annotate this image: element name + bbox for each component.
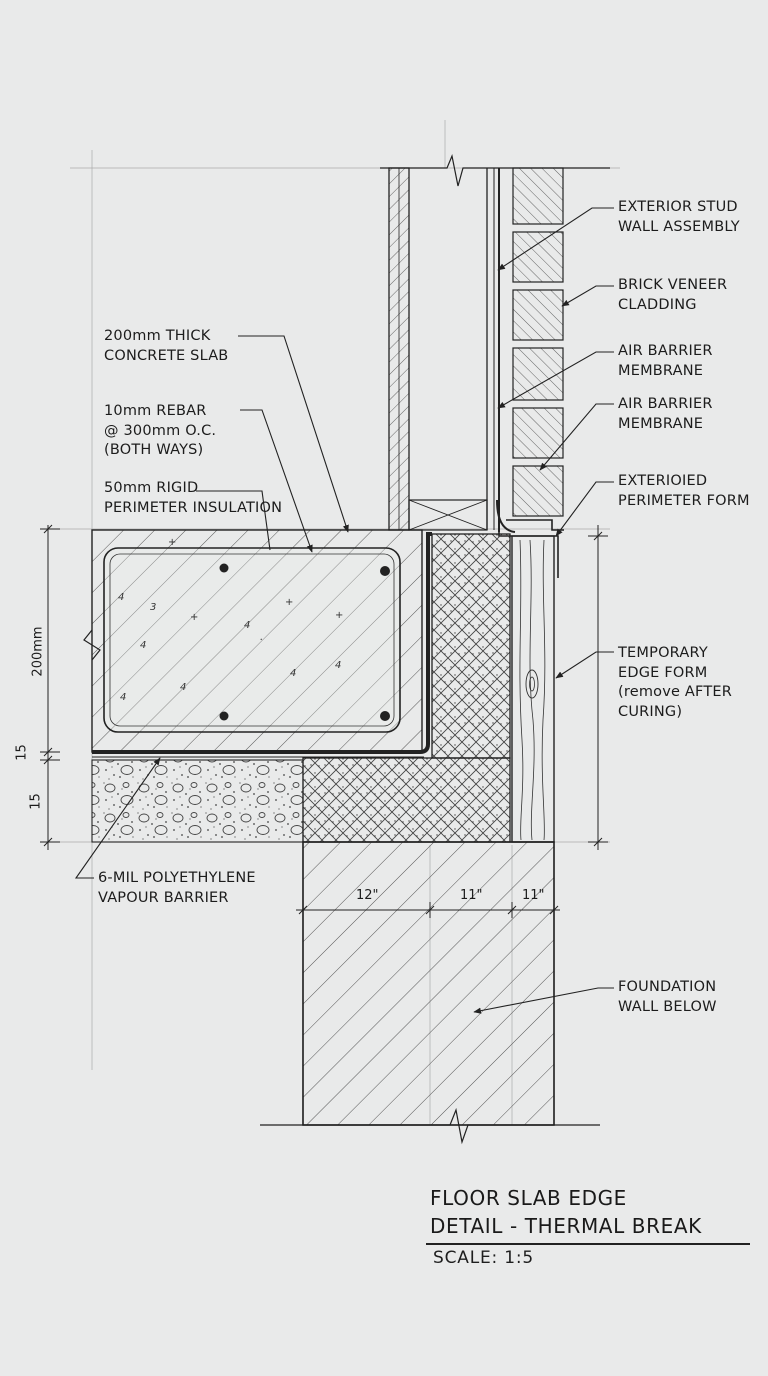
vapour-barrier <box>92 532 432 754</box>
svg-text:+: + <box>335 610 343 621</box>
leader-lines <box>74 207 614 1014</box>
gravel-base <box>91 759 304 843</box>
svg-text:4: 4 <box>140 640 146 651</box>
label-concrete-slab: 200mm THICK CONCRETE SLAB <box>104 328 229 364</box>
dim-width-3: 11" <box>522 888 545 903</box>
label-foundation: FOUNDATION WALL BELOW <box>618 979 717 1015</box>
dim-layer-b: 15 <box>28 793 44 810</box>
brick-veneer <box>512 167 564 517</box>
svg-text:+: + <box>285 597 293 608</box>
dim-width-1: 12" <box>356 888 379 903</box>
label-stud-wall: EXTERIOR STUD WALL ASSEMBLY <box>618 199 740 235</box>
label-perimeter-form: EXTERIOIED PERIMETER FORM <box>618 473 750 509</box>
label-air-barrier-1: AIR BARRIER MEMBRANE <box>618 343 713 379</box>
label-rebar: 10mm REBAR @ 300mm O.C. (BOTH WAYS) <box>104 403 217 458</box>
temporary-edge-form <box>511 535 555 843</box>
wall-break-line <box>380 153 610 187</box>
svg-text:3: 3 <box>150 602 156 613</box>
svg-text:4: 4 <box>180 682 186 693</box>
title-block: FLOOR SLAB EDGE DETAIL - THERMAL BREAK <box>430 1184 750 1240</box>
dim-layer-a: 15 <box>14 744 30 761</box>
svg-text:+: + <box>190 612 198 623</box>
foundation-wall <box>260 841 600 1145</box>
drawing-title-line-2: DETAIL - THERMAL BREAK <box>430 1214 702 1238</box>
svg-text:4: 4 <box>244 620 250 631</box>
label-air-barrier-2: AIR BARRIER MEMBRANE <box>618 396 713 432</box>
label-brick-veneer: BRICK VENEER CLADDING <box>618 277 728 313</box>
label-vapour-barrier: 6-MIL POLYETHYLENE VAPOUR BARRIER <box>98 870 256 906</box>
drawing-scale: SCALE: 1:5 <box>433 1248 534 1268</box>
label-temporary-form: TEMPORARY EDGE FORM (remove AFTER CURING… <box>618 645 733 720</box>
svg-text:4: 4 <box>335 660 341 671</box>
concrete-slab: 4 4 4 4 4 4 4 + + + + . 3 <box>83 529 423 753</box>
stud-wall <box>388 167 500 532</box>
drawing-title-line-1: FLOOR SLAB EDGE <box>430 1186 627 1210</box>
dimension-lines <box>40 524 608 918</box>
dim-slab-depth: 200mm <box>30 626 46 677</box>
svg-text:4: 4 <box>118 592 124 603</box>
rigid-insulation-vertical <box>431 533 511 759</box>
title-underline <box>426 1243 750 1245</box>
dim-width-2: 11" <box>460 888 483 903</box>
label-insulation: 50mm RIGID PERIMETER INSULATION <box>104 480 283 516</box>
svg-text:4: 4 <box>290 668 296 679</box>
rigid-insulation-horizontal <box>302 757 511 843</box>
svg-text:.: . <box>260 632 263 643</box>
svg-text:+: + <box>168 537 176 548</box>
svg-text:4: 4 <box>120 692 126 703</box>
